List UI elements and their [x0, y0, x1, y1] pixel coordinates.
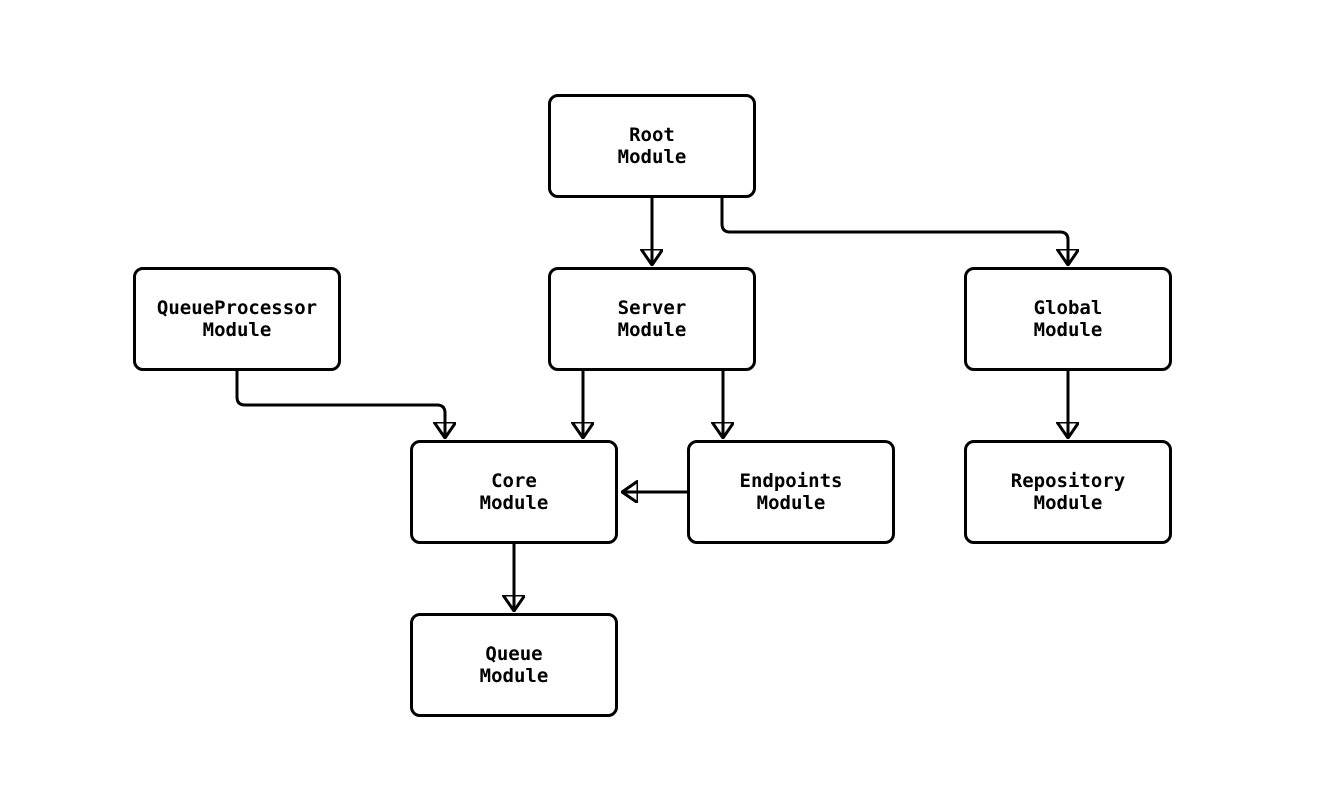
edge-queueprocessor-to-core	[235, 371, 445, 438]
node-repository-module-label: Repository Module	[1010, 470, 1126, 514]
node-global-module: Global Module	[964, 267, 1172, 371]
node-core-module: Core Module	[410, 440, 618, 544]
node-core-module-label: Core Module	[479, 470, 549, 514]
edge-root-to-global	[720, 198, 1068, 265]
node-endpoints-module-label: Endpoints Module	[739, 470, 843, 514]
node-endpoints-module: Endpoints Module	[687, 440, 895, 544]
node-queueprocessor-module-label: QueueProcessor Module	[156, 297, 318, 341]
node-global-module-label: Global Module	[1033, 297, 1103, 341]
node-root-module-label: Root Module	[617, 124, 687, 168]
node-server-module: Server Module	[548, 267, 756, 371]
node-server-module-label: Server Module	[617, 297, 687, 341]
node-root-module: Root Module	[548, 94, 756, 198]
node-queueprocessor-module: QueueProcessor Module	[133, 267, 341, 371]
node-queue-module: Queue Module	[410, 613, 618, 717]
node-repository-module: Repository Module	[964, 440, 1172, 544]
node-queue-module-label: Queue Module	[479, 643, 549, 687]
